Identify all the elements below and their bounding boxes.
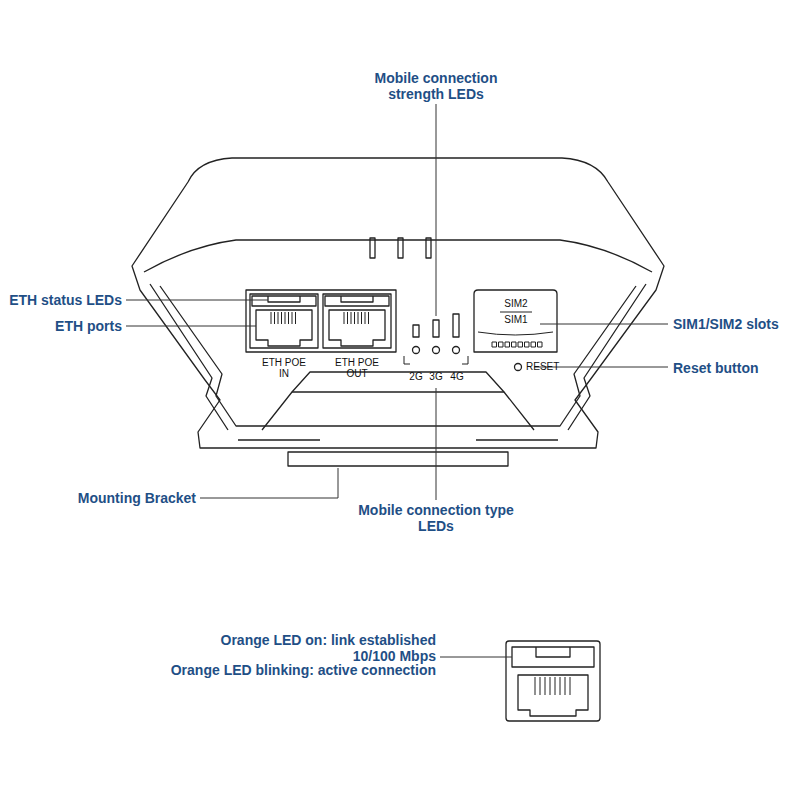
callout-label: Mounting Bracket	[46, 490, 196, 506]
jack-pin	[368, 312, 369, 324]
jack-pin	[540, 677, 541, 695]
callout-label: ETH status LEDs	[0, 292, 122, 308]
jack-pin	[535, 677, 536, 695]
jack-pin	[347, 312, 348, 324]
jack-pin	[354, 312, 355, 324]
jack-pin	[288, 312, 289, 324]
jack-pin	[365, 312, 366, 324]
jack-pin	[550, 677, 551, 695]
sim-contact	[512, 342, 517, 347]
legend-note: Orange LED on: link established 10/100 M…	[196, 632, 436, 664]
jack-pin	[281, 312, 282, 324]
jack-pin	[555, 677, 556, 695]
sim-contact	[505, 342, 510, 347]
jack-pin	[295, 312, 296, 324]
jack-pin	[271, 312, 272, 324]
led-label: 2G	[405, 371, 427, 383]
jack-pin	[565, 677, 566, 695]
callout-label: Mobile connection type LEDs	[356, 502, 516, 534]
callout-label: SIM1/SIM2 slots	[673, 316, 791, 332]
jack-pin	[274, 312, 275, 324]
jack-pin	[344, 312, 345, 324]
sim-contact	[492, 342, 497, 347]
sim-contact	[499, 342, 504, 347]
slot-label: SIM1	[496, 314, 536, 326]
jack-pin	[278, 312, 279, 324]
port-label: ETH POE OUT	[329, 357, 385, 380]
callout-label: Reset button	[673, 360, 791, 376]
jack-pin	[361, 312, 362, 324]
jack-pin	[285, 312, 286, 324]
sim-contact	[531, 342, 536, 347]
jack-pin	[545, 677, 546, 695]
sim-contact	[525, 342, 530, 347]
led-label: 4G	[446, 371, 468, 383]
button-label: RESET	[526, 361, 576, 373]
sim-contact	[518, 342, 523, 347]
port-label: ETH POE IN	[260, 357, 308, 380]
jack-pin	[292, 312, 293, 324]
legend-note: Orange LED blinking: active connection	[136, 662, 436, 678]
jack-pin	[560, 677, 561, 695]
slot-label: SIM2	[496, 298, 536, 310]
callout-label: Mobile connection strength LEDs	[356, 70, 516, 102]
led-label: 3G	[425, 371, 447, 383]
sim-contact	[538, 342, 543, 347]
jack-pin	[358, 312, 359, 324]
callout-label: ETH ports	[0, 318, 122, 334]
jack-pin	[570, 677, 571, 695]
jack-pin	[351, 312, 352, 324]
